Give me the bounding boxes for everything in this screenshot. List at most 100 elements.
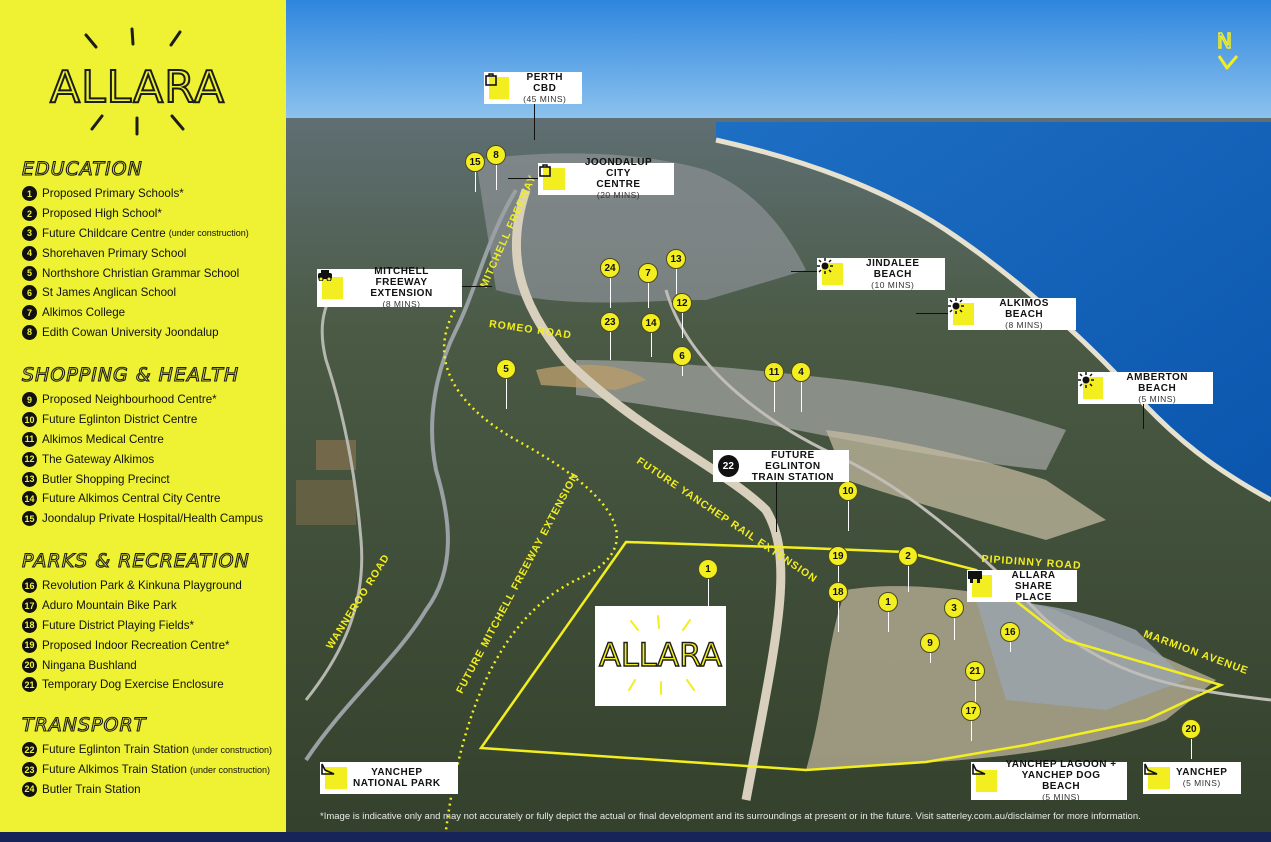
callout-place-name: SHARE PLACE	[1014, 580, 1053, 603]
tree-icon	[1144, 763, 1170, 789]
legend-item-label: Future Childcare Centre	[42, 226, 166, 240]
map-pin[interactable]: 20	[1181, 719, 1201, 739]
destination-callout-alkimos[interactable]: ALKIMOS BEACH(8 MINS)	[948, 298, 1076, 330]
map-pin[interactable]: 14	[641, 313, 661, 333]
legend-number-badge: 3	[22, 225, 37, 241]
pin-stem	[908, 566, 909, 592]
legend-number-badge: 6	[22, 285, 37, 301]
callout-travel-time: (5 MINS)	[1138, 393, 1177, 404]
destination-callout-yanchep[interactable]: YANCHEP(5 MINS)	[1143, 762, 1241, 794]
callout-place-name: AMBERTON BEACH	[1126, 371, 1188, 394]
map-pin[interactable]: 24	[600, 258, 620, 278]
map-pin[interactable]: 13	[666, 249, 686, 269]
callout-place-name: NATIONAL PARK	[353, 778, 441, 789]
map-pin[interactable]: 3	[944, 598, 964, 618]
map-pin[interactable]: 21	[965, 661, 985, 681]
map-pin[interactable]: 11	[764, 362, 784, 382]
callout-place-name: MITCHELL FREEWAY	[374, 266, 429, 288]
legend-item-label: Future Alkimos Central City Centre	[42, 492, 221, 506]
pin-stem	[610, 278, 611, 308]
map-pin[interactable]: 2	[898, 546, 918, 566]
map-pin[interactable]: 23	[600, 312, 620, 332]
map-pin[interactable]: 1	[698, 559, 718, 579]
map-pin[interactable]: 6	[672, 346, 692, 366]
legend-item-label: Temporary Dog Exercise Enclosure	[42, 678, 224, 692]
map-pin[interactable]: 18	[828, 582, 848, 602]
allara-map-logo: ALLARA	[595, 606, 726, 706]
callout-travel-time: (5 MINS)	[1042, 792, 1081, 802]
pin-stem	[930, 653, 931, 663]
pin-stem	[888, 612, 889, 632]
pin-stem	[1191, 739, 1192, 759]
legend-section-title: TRANSPORT	[21, 713, 147, 736]
pin-stem	[954, 618, 955, 640]
map-pin[interactable]: 10	[838, 481, 858, 501]
map-pin[interactable]: 9	[920, 633, 940, 653]
house-icon	[968, 571, 993, 597]
tree-icon	[321, 763, 347, 789]
legend-number-badge: 10	[22, 412, 37, 428]
map-pin[interactable]: 5	[496, 359, 516, 379]
map-pin[interactable]: 15	[465, 152, 485, 172]
callout-place-name: TRAIN STATION	[751, 471, 834, 483]
pin-stem	[971, 721, 972, 741]
pin-stem	[610, 332, 611, 360]
map-pin[interactable]: 16	[1000, 622, 1020, 642]
sun-rays-icon	[84, 27, 185, 136]
callout-travel-time: (45 MINS)	[523, 93, 567, 104]
callout-travel-time: (8 MINS)	[1005, 319, 1044, 330]
callout-place-name: ALKIMOS BEACH	[999, 297, 1049, 320]
legend-number-badge: 11	[22, 431, 37, 447]
legend-item-label: Ningana Bushland	[42, 658, 137, 672]
pin-stem	[651, 333, 652, 357]
destination-callout-yanchep-lagoon[interactable]: YANCHEP LAGOON +YANCHEP DOG BEACH(5 MINS…	[971, 759, 1127, 802]
destination-callout-jindalee[interactable]: JINDALEE BEACH(10 MINS)	[817, 258, 945, 290]
legend-item: 14 Future Alkimos Central City Centre	[22, 489, 284, 509]
map-pin[interactable]: 19	[828, 546, 848, 566]
map-pin[interactable]: 4	[791, 362, 811, 382]
map-pin[interactable]: 8	[486, 145, 506, 165]
map-pin[interactable]: 17	[961, 701, 981, 721]
callout-leader-line	[791, 271, 817, 272]
legend-item-label: Northshore Christian Grammar School	[42, 266, 240, 280]
callout-text: AMBERTON BEACH(5 MINS)	[1109, 372, 1205, 405]
legend-item-label: Butler Shopping Precinct	[42, 472, 170, 486]
legend-item-label: Future District Playing Fields*	[42, 618, 195, 632]
map-pin[interactable]: 12	[672, 293, 692, 313]
legend-number-badge: 7	[22, 305, 37, 321]
legend-number-badge: 14	[22, 491, 37, 507]
tree-icon	[972, 763, 998, 792]
map-pin[interactable]: 7	[638, 263, 658, 283]
callout-travel-time: (5 MINS)	[1182, 778, 1221, 788]
destination-callout-perth-cbd[interactable]: PERTH CBD(45 MINS)	[484, 72, 582, 104]
destination-callout-amberton[interactable]: AMBERTON BEACH(5 MINS)	[1078, 372, 1213, 404]
map-pin[interactable]: 1	[878, 592, 898, 612]
map-logo-wordmark: ALLARA	[598, 635, 722, 674]
callout-place-name: PERTH CBD	[526, 71, 563, 94]
pin-stem	[496, 165, 497, 190]
